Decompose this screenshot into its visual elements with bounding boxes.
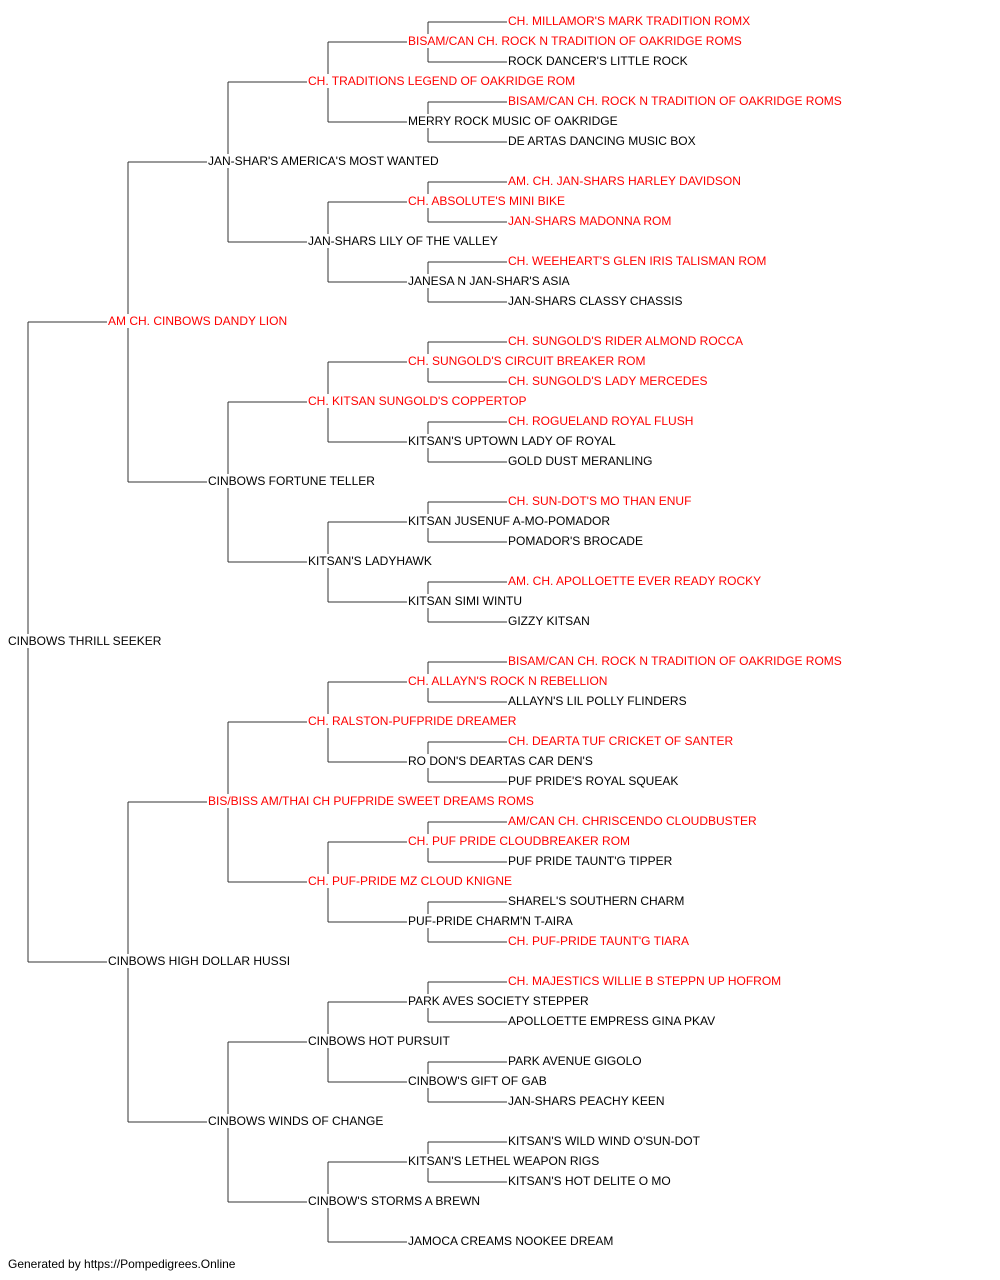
dog-name-gen2: JAN-SHAR'S AMERICA'S MOST WANTED: [207, 154, 440, 168]
dog-name-gen5: CH. WEEHEART'S GLEN IRIS TALISMAN ROM: [507, 254, 768, 268]
dog-name-gen5: AM. CH. APOLLOETTE EVER READY ROCKY: [507, 574, 763, 588]
dog-name-gen2: BIS/BISS AM/THAI CH PUFPRIDE SWEET DREAM…: [207, 794, 535, 808]
dog-name-gen3: CH. KITSAN SUNGOLD'S COPPERTOP: [307, 394, 528, 408]
dog-name-gen5: PUF PRIDE'S ROYAL SQUEAK: [507, 774, 680, 788]
dog-name-gen0: CINBOWS THRILL SEEKER: [7, 634, 163, 648]
dog-name-gen5: PARK AVENUE GIGOLO: [507, 1054, 643, 1068]
dog-name-gen4: BISAM/CAN CH. ROCK N TRADITION OF OAKRID…: [407, 34, 743, 48]
dog-name-gen3: KITSAN'S LADYHAWK: [307, 554, 433, 568]
dog-name-gen5: KITSAN'S HOT DELITE O MO: [507, 1174, 672, 1188]
dog-name-gen5: GOLD DUST MERANLING: [507, 454, 654, 468]
dog-name-gen5: CH. SUNGOLD'S RIDER ALMOND ROCCA: [507, 334, 744, 348]
dog-name-gen3: CH. TRADITIONS LEGEND OF OAKRIDGE ROM: [307, 74, 577, 88]
dog-name-gen5: POMADOR'S BROCADE: [507, 534, 644, 548]
dog-name-gen4: PARK AVES SOCIETY STEPPER: [407, 994, 590, 1008]
dog-name-gen5: CH. PUF-PRIDE TAUNT'G TIARA: [507, 934, 690, 948]
dog-name-gen4: KITSAN'S UPTOWN LADY OF ROYAL: [407, 434, 617, 448]
dog-name-gen4: CH. ABSOLUTE'S MINI BIKE: [407, 194, 566, 208]
dog-name-gen5: APOLLOETTE EMPRESS GINA PKAV: [507, 1014, 717, 1028]
dog-name-gen5: JAN-SHARS MADONNA ROM: [507, 214, 673, 228]
dog-name-gen2: CINBOWS WINDS OF CHANGE: [207, 1114, 385, 1128]
dog-name-gen2: CINBOWS FORTUNE TELLER: [207, 474, 376, 488]
dog-name-gen5: JAN-SHARS CLASSY CHASSIS: [507, 294, 684, 308]
dog-name-gen4: KITSAN SIMI WINTU: [407, 594, 523, 608]
dog-name-gen1: CINBOWS HIGH DOLLAR HUSSI: [107, 954, 292, 968]
dog-name-gen5: CH. MAJESTICS WILLIE B STEPPN UP HOFROM: [507, 974, 783, 988]
dog-name-gen3: CH. PUF-PRIDE MZ CLOUD KNIGNE: [307, 874, 514, 888]
dog-name-gen4: JAMOCA CREAMS NOOKEE DREAM: [407, 1234, 615, 1248]
dog-name-gen3: JAN-SHARS LILY OF THE VALLEY: [307, 234, 499, 248]
dog-name-gen5: CH. ROGUELAND ROYAL FLUSH: [507, 414, 695, 428]
dog-name-gen5: GIZZY KITSAN: [507, 614, 591, 628]
footer-credit: Generated by https://Pompedigrees.Online: [8, 1257, 236, 1271]
dog-name-gen4: JANESA N JAN-SHAR'S ASIA: [407, 274, 571, 288]
dog-name-gen4: KITSAN'S LETHEL WEAPON RIGS: [407, 1154, 601, 1168]
dog-name-gen1: AM CH. CINBOWS DANDY LION: [107, 314, 289, 328]
dog-name-gen5: SHAREL'S SOUTHERN CHARM: [507, 894, 686, 908]
dog-name-gen4: CINBOW'S GIFT OF GAB: [407, 1074, 548, 1088]
dog-name-gen5: AM/CAN CH. CHRISCENDO CLOUDBUSTER: [507, 814, 758, 828]
dog-name-gen3: CINBOWS HOT PURSUIT: [307, 1034, 451, 1048]
dog-name-gen4: CH. ALLAYN'S ROCK N REBELLION: [407, 674, 609, 688]
dog-name-gen5: JAN-SHARS PEACHY KEEN: [507, 1094, 666, 1108]
dog-name-gen5: CH. DEARTA TUF CRICKET OF SANTER: [507, 734, 735, 748]
dog-name-gen4: KITSAN JUSENUF A-MO-POMADOR: [407, 514, 612, 528]
dog-name-gen5: CH. SUN-DOT'S MO THAN ENUF: [507, 494, 693, 508]
dog-name-gen5: ROCK DANCER'S LITTLE ROCK: [507, 54, 689, 68]
dog-name-gen5: CH. MILLAMOR'S MARK TRADITION ROMX: [507, 14, 752, 28]
dog-name-gen5: BISAM/CAN CH. ROCK N TRADITION OF OAKRID…: [507, 94, 843, 108]
dog-name-gen3: CH. RALSTON-PUFPRIDE DREAMER: [307, 714, 518, 728]
dog-name-gen5: ALLAYN'S LIL POLLY FLINDERS: [507, 694, 688, 708]
dog-name-gen5: DE ARTAS DANCING MUSIC BOX: [507, 134, 697, 148]
dog-name-gen5: KITSAN'S WILD WIND O'SUN-DOT: [507, 1134, 701, 1148]
dog-name-gen5: BISAM/CAN CH. ROCK N TRADITION OF OAKRID…: [507, 654, 843, 668]
dog-name-gen4: RO DON'S DEARTAS CAR DEN'S: [407, 754, 594, 768]
dog-name-gen4: CH. PUF PRIDE CLOUDBREAKER ROM: [407, 834, 632, 848]
dog-name-gen5: PUF PRIDE TAUNT'G TIPPER: [507, 854, 674, 868]
dog-name-gen4: PUF-PRIDE CHARM'N T-AIRA: [407, 914, 574, 928]
dog-name-gen5: CH. SUNGOLD'S LADY MERCEDES: [507, 374, 709, 388]
dog-name-gen4: MERRY ROCK MUSIC OF OAKRIDGE: [407, 114, 619, 128]
dog-name-gen5: AM. CH. JAN-SHARS HARLEY DAVIDSON: [507, 174, 742, 188]
dog-name-gen3: CINBOW'S STORMS A BREWN: [307, 1194, 482, 1208]
dog-name-gen4: CH. SUNGOLD'S CIRCUIT BREAKER ROM: [407, 354, 647, 368]
